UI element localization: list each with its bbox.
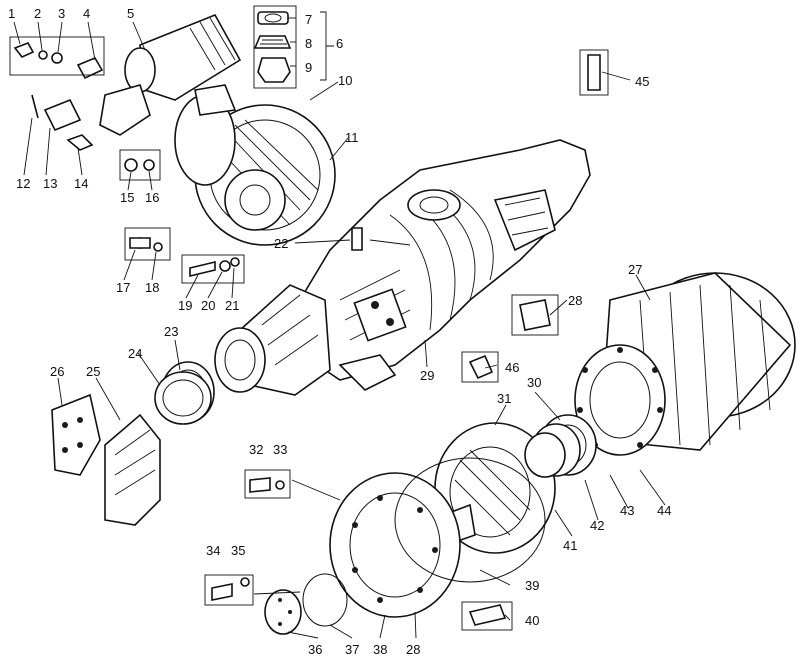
pinion-carrier — [124, 11, 292, 101]
label-23: 23 — [164, 324, 178, 339]
bracket-box-45 — [579, 49, 609, 96]
cover-plates — [264, 457, 546, 635]
label-8: 8 — [305, 36, 312, 51]
label-31: 31 — [497, 391, 511, 406]
label-24: 24 — [128, 346, 142, 361]
label-25: 25 — [86, 364, 100, 379]
label-45: 45 — [635, 74, 649, 89]
label-38: 38 — [373, 642, 387, 657]
bracket-box-1-4 — [9, 36, 105, 76]
label-44: 44 — [657, 503, 671, 518]
bracket-box-32-33 — [244, 469, 291, 499]
label-34: 34 — [206, 543, 220, 558]
label-1: 1 — [8, 6, 15, 21]
left-hub — [154, 284, 331, 425]
bracket-box-15-16 — [119, 149, 161, 181]
label-10: 10 — [338, 73, 352, 88]
label-15: 15 — [120, 190, 134, 205]
label-29: 29 — [420, 368, 434, 383]
label-20: 20 — [201, 298, 215, 313]
label-5: 5 — [127, 6, 134, 21]
label-43: 43 — [620, 503, 634, 518]
label-37: 37 — [345, 642, 359, 657]
label-40: 40 — [525, 613, 539, 628]
planetary-drum — [429, 414, 597, 554]
label-12: 12 — [16, 176, 30, 191]
label-9: 9 — [305, 60, 312, 75]
label-36: 36 — [308, 642, 322, 657]
label-7: 7 — [305, 12, 312, 27]
label-4: 4 — [83, 6, 90, 21]
label-26: 26 — [50, 364, 64, 379]
bracket-box-40 — [461, 601, 513, 631]
label-14: 14 — [74, 176, 88, 191]
differential-carrier — [174, 84, 336, 246]
bracket-box-19-21 — [181, 254, 245, 284]
label-42: 42 — [590, 518, 604, 533]
brake-assembly — [51, 393, 161, 526]
label-46: 46 — [505, 360, 519, 375]
label-22: 22 — [274, 236, 288, 251]
label-30: 30 — [527, 375, 541, 390]
yoke-parts — [13, 42, 240, 278]
callout-labels: 1 2 3 4 5 6 7 8 9 10 11 12 13 14 15 16 1… — [8, 6, 671, 657]
label-39: 39 — [525, 578, 539, 593]
label-35: 35 — [231, 543, 245, 558]
label-13: 13 — [43, 176, 57, 191]
label-6: 6 — [336, 36, 343, 51]
label-33: 33 — [273, 442, 287, 457]
bracket-box-34-35 — [204, 574, 254, 606]
label-17: 17 — [116, 280, 130, 295]
leader-lines — [13, 17, 666, 639]
label-19: 19 — [178, 298, 192, 313]
label-32: 32 — [249, 442, 263, 457]
bracket-box-7-9 — [253, 5, 297, 89]
label-28a: 28 — [568, 293, 582, 308]
wheel-hub — [574, 272, 796, 456]
label-11: 11 — [345, 130, 359, 145]
label-3: 3 — [58, 6, 65, 21]
group-brace-6 — [320, 11, 334, 81]
bracket-box-46 — [461, 351, 499, 383]
bracket-box-28 — [511, 294, 559, 336]
axle-housing — [299, 139, 591, 391]
label-28b: 28 — [406, 642, 420, 657]
label-2: 2 — [34, 6, 41, 21]
fittings — [211, 54, 601, 601]
label-16: 16 — [145, 190, 159, 205]
bracket-box-17-18 — [124, 227, 171, 261]
label-18: 18 — [145, 280, 159, 295]
label-21: 21 — [225, 298, 239, 313]
label-41: 41 — [563, 538, 577, 553]
label-27: 27 — [628, 262, 642, 277]
